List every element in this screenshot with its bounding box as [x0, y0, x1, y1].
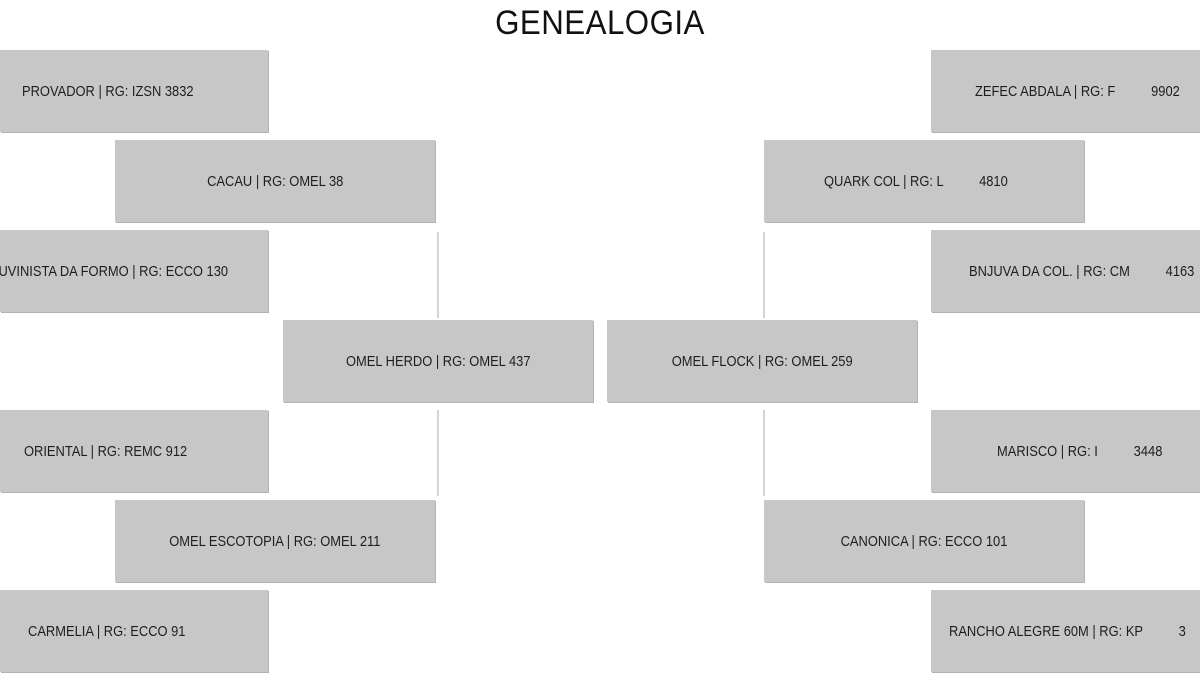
- left-paternal-grandsire-box: PROVADOR | RG: IZSN 3832: [0, 50, 268, 132]
- pedigree-label: QUARK COL | RG: L 4810: [824, 172, 1008, 190]
- pedigree-label: OMEL ESCOTOPIA | RG: OMEL 211: [169, 532, 381, 550]
- pedigree-label: MARISCO | RG: I 3448: [997, 442, 1163, 460]
- connector-line: [763, 232, 765, 318]
- connector-line: [437, 410, 439, 496]
- pedigree-label: OMEL HERDO | RG: OMEL 437: [345, 352, 531, 370]
- right-maternal-grandsire-box: MARISCO | RG: I 3448: [931, 410, 1200, 492]
- page-title: GENEALOGIA: [495, 4, 705, 42]
- pedigree-label: BNJUVA DA COL. | RG: CM 4163: [969, 262, 1195, 280]
- right-sire-box: QUARK COL | RG: L 4810: [764, 140, 1084, 222]
- right-paternal-grandsire-box: ZEFEC ABDALA | RG: F 9902: [931, 50, 1200, 132]
- left-maternal-granddam-box: CARMELIA | RG: ECCO 91: [0, 590, 268, 672]
- pedigree-label: OMEL FLOCK | RG: OMEL 259: [671, 352, 853, 370]
- right-dam-box: CANONICA | RG: ECCO 101: [764, 500, 1084, 582]
- pedigree-label: CACAU | RG: OMEL 38: [206, 172, 344, 190]
- pedigree-label: RANCHO ALEGRE 60M | RG: KP 3: [949, 622, 1186, 640]
- left-maternal-grandsire-box: ORIENTAL | RG: REMC 912: [0, 410, 268, 492]
- pedigree-label: PROVADOR | RG: IZSN 3832: [22, 82, 194, 100]
- pedigree-label: JUVINISTA DA FORMO | RG: ECCO 130: [0, 262, 229, 280]
- left-paternal-granddam-box: JUVINISTA DA FORMO | RG: ECCO 130: [0, 230, 268, 312]
- right-maternal-granddam-box: RANCHO ALEGRE 60M | RG: KP 3: [931, 590, 1200, 672]
- right-animal-box: OMEL FLOCK | RG: OMEL 259: [607, 320, 917, 402]
- left-sire-box: CACAU | RG: OMEL 38: [115, 140, 435, 222]
- pedigree-label: ORIENTAL | RG: REMC 912: [24, 442, 188, 460]
- connector-line: [763, 410, 765, 496]
- pedigree-label: ZEFEC ABDALA | RG: F 9902: [975, 82, 1180, 100]
- right-paternal-granddam-box: BNJUVA DA COL. | RG: CM 4163: [931, 230, 1200, 312]
- pedigree-label: CANONICA | RG: ECCO 101: [840, 532, 1008, 550]
- pedigree-label: CARMELIA | RG: ECCO 91: [28, 622, 186, 640]
- left-dam-box: OMEL ESCOTOPIA | RG: OMEL 211: [115, 500, 435, 582]
- connector-line: [437, 232, 439, 318]
- left-animal-box: OMEL HERDO | RG: OMEL 437: [283, 320, 593, 402]
